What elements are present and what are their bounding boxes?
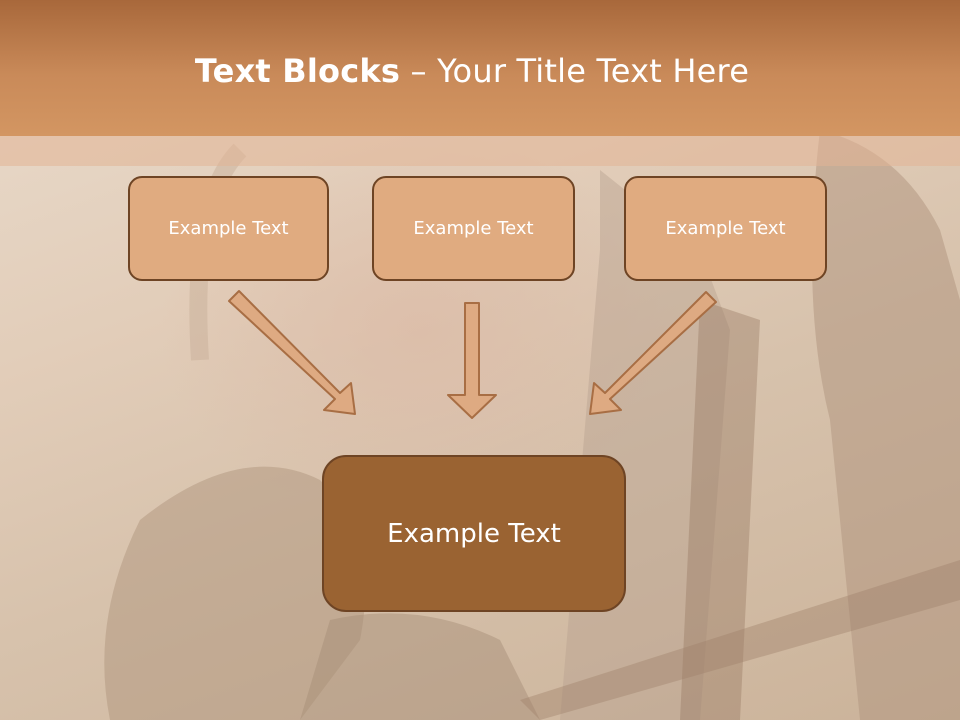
- slide-title: Text Blocks – Your Title Text Here: [0, 52, 944, 90]
- text-block-left[interactable]: Example Text: [128, 176, 329, 281]
- text-block-main[interactable]: Example Text: [322, 455, 626, 612]
- title-rest-text: Your Title Text Here: [437, 52, 750, 90]
- arrow-left-icon: [228, 290, 356, 415]
- arrow-center-icon: [447, 302, 497, 419]
- title-bar: [0, 0, 960, 136]
- text-block-left-label: Example Text: [168, 218, 289, 239]
- text-block-main-label: Example Text: [387, 518, 561, 549]
- text-block-right-label: Example Text: [665, 218, 786, 239]
- title-bold-text: Text Blocks: [194, 52, 401, 90]
- text-block-right[interactable]: Example Text: [624, 176, 827, 281]
- title-separator: –: [400, 52, 438, 90]
- arrow-right-icon: [589, 291, 717, 415]
- title-bar-shadow: [0, 136, 960, 166]
- text-block-center-label: Example Text: [413, 218, 534, 239]
- text-block-center[interactable]: Example Text: [372, 176, 575, 281]
